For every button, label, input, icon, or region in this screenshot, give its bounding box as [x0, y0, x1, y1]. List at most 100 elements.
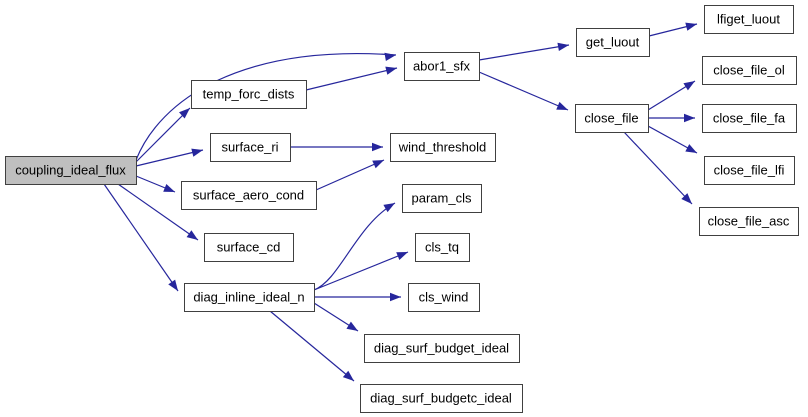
- node-label: surface_ri: [221, 139, 278, 154]
- node-diag_inline_ideal_n[interactable]: diag_inline_ideal_n: [184, 283, 315, 312]
- node-get_luout[interactable]: get_luout: [576, 28, 650, 57]
- node-label: wind_threshold: [398, 139, 486, 154]
- node-box[interactable]: [184, 283, 315, 312]
- node-box[interactable]: [704, 156, 795, 185]
- edge-get_luout-to-lfiget_luout: [648, 22, 698, 37]
- edges-layer: [103, 22, 698, 382]
- edge-coupling_ideal_flux-to-surface_aero_cond: [135, 175, 176, 193]
- arrowhead: [163, 183, 175, 192]
- edge-close_file-to-close_file_ol: [647, 80, 696, 111]
- arrowhead: [342, 370, 354, 381]
- node-temp_forc_dists[interactable]: temp_forc_dists: [191, 80, 307, 109]
- edge-diag_inline_ideal_n-to-diag_surf_budgetc_ideal: [269, 310, 355, 382]
- node-label: diag_surf_budget_ideal: [374, 340, 509, 355]
- node-label: get_luout: [586, 34, 640, 49]
- node-label: param_cls: [412, 190, 472, 205]
- node-box[interactable]: [5, 156, 137, 185]
- node-label: coupling_ideal_flux: [15, 162, 126, 177]
- node-box[interactable]: [402, 184, 482, 213]
- node-label: temp_forc_dists: [203, 86, 295, 101]
- edge-diag_inline_ideal_n-to-param_cls: [313, 202, 396, 291]
- nodes-layer: coupling_ideal_flux temp_forc_distssurfac…: [5, 5, 799, 413]
- node-label: close_file_asc: [708, 213, 790, 228]
- node-cls_tq[interactable]: cls_tq: [415, 233, 470, 262]
- edge-temp_forc_dists-to-abor1_sfx: [305, 66, 398, 91]
- edge-surface_aero_cond-to-wind_threshold: [315, 159, 385, 191]
- arrowhead: [556, 101, 568, 110]
- arrowhead: [685, 22, 697, 31]
- node-box[interactable]: [404, 52, 480, 81]
- node-box[interactable]: [364, 334, 520, 363]
- node-wind_threshold[interactable]: wind_threshold: [390, 133, 496, 162]
- edge-diag_inline_ideal_n-to-diag_surf_budget_ideal: [313, 302, 359, 332]
- node-box[interactable]: [210, 133, 291, 162]
- node-box[interactable]: [576, 28, 650, 57]
- node-cls_wind[interactable]: cls_wind: [408, 283, 480, 312]
- arrowhead: [683, 81, 695, 91]
- arrowhead: [191, 148, 203, 157]
- arrowhead: [684, 113, 695, 123]
- edge-coupling_ideal_flux-to-surface_cd: [117, 183, 199, 241]
- arrowhead: [557, 42, 569, 52]
- arrowhead: [396, 252, 408, 261]
- edge-abor1_sfx-to-get_luout: [478, 42, 570, 61]
- node-box[interactable]: [408, 283, 480, 312]
- node-box[interactable]: [702, 104, 797, 133]
- arrowhead: [385, 66, 397, 75]
- arrowhead: [685, 144, 697, 153]
- node-lfiget_luout[interactable]: lfiget_luout: [704, 5, 794, 34]
- edge-coupling_ideal_flux-to-diag_inline_ideal_n: [103, 183, 179, 292]
- node-box[interactable]: [360, 384, 523, 413]
- node-label: surface_cd: [217, 239, 281, 254]
- node-label: cls_wind: [419, 289, 469, 304]
- node-coupling_ideal_flux[interactable]: coupling_ideal_flux: [5, 156, 137, 185]
- node-label: cls_tq: [425, 239, 459, 254]
- arrowhead: [390, 292, 401, 302]
- edge-diag_inline_ideal_n-to-cls_tq: [313, 251, 409, 291]
- node-box[interactable]: [390, 133, 496, 162]
- node-close_file_asc[interactable]: close_file_asc: [699, 207, 799, 236]
- node-box[interactable]: [699, 207, 799, 236]
- node-box[interactable]: [204, 233, 294, 262]
- arrowhead: [383, 203, 395, 213]
- arrowhead: [372, 142, 383, 152]
- node-abor1_sfx[interactable]: abor1_sfx: [404, 52, 480, 81]
- node-surface_aero_cond[interactable]: surface_aero_cond: [181, 181, 317, 210]
- node-label: lfiget_luout: [717, 11, 780, 26]
- edge-diag_inline_ideal_n-to-cls_wind: [314, 292, 401, 302]
- node-close_file_fa[interactable]: close_file_fa: [702, 104, 797, 133]
- node-box[interactable]: [181, 181, 317, 210]
- node-close_file_lfi[interactable]: close_file_lfi: [704, 156, 795, 185]
- node-box[interactable]: [702, 56, 797, 85]
- node-label: abor1_sfx: [413, 58, 471, 73]
- node-close_file[interactable]: close_file: [575, 104, 649, 133]
- node-diag_surf_budget_ideal[interactable]: diag_surf_budget_ideal: [364, 334, 520, 363]
- node-box[interactable]: [191, 80, 307, 109]
- node-label: surface_aero_cond: [193, 187, 304, 202]
- edge-coupling_ideal_flux-to-surface_ri: [135, 148, 204, 167]
- node-surface_ri[interactable]: surface_ri: [210, 133, 291, 162]
- node-label: close_file_ol: [713, 62, 785, 77]
- arrowhead: [681, 193, 692, 204]
- edge-coupling_ideal_flux-to-temp_forc_dists: [135, 107, 191, 163]
- edge-abor1_sfx-to-close_file: [478, 71, 569, 111]
- arrowhead: [346, 321, 358, 331]
- node-close_file_ol[interactable]: close_file_ol: [702, 56, 797, 85]
- node-box[interactable]: [575, 104, 649, 133]
- node-label: close_file: [584, 110, 638, 125]
- arrowhead: [179, 108, 190, 119]
- node-diag_surf_budgetc_ideal[interactable]: diag_surf_budgetc_ideal: [360, 384, 523, 413]
- edge-surface_ri-to-wind_threshold: [290, 142, 383, 152]
- arrowhead: [372, 160, 384, 169]
- node-box[interactable]: [415, 233, 470, 262]
- node-label: diag_surf_budgetc_ideal: [370, 390, 512, 405]
- arrowhead: [168, 279, 178, 291]
- node-param_cls[interactable]: param_cls: [402, 184, 482, 213]
- edge-close_file-to-close_file_lfi: [647, 125, 698, 154]
- node-label: close_file_fa: [713, 110, 786, 125]
- arrowhead: [186, 230, 198, 240]
- node-label: diag_inline_ideal_n: [193, 289, 304, 304]
- node-surface_cd[interactable]: surface_cd: [204, 233, 294, 262]
- node-box[interactable]: [704, 5, 794, 34]
